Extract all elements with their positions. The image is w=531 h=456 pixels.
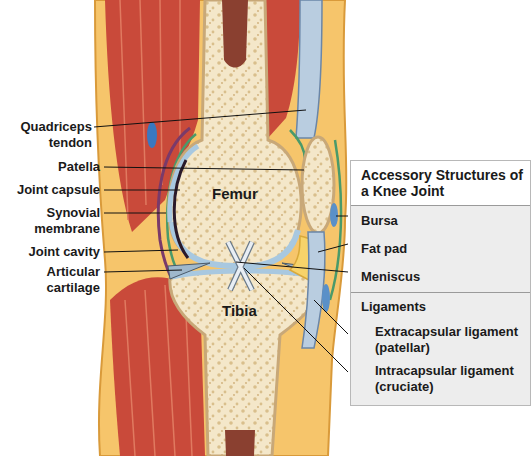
structure-label: Intracapsular ligament (cruciate) xyxy=(375,363,525,395)
part-label: Patella xyxy=(2,159,100,175)
bursa xyxy=(147,122,157,148)
leader-lines xyxy=(94,110,348,372)
section-heading: Ligaments xyxy=(361,299,521,315)
part-label: Joint cavity xyxy=(2,244,100,260)
cruciate-ligament xyxy=(228,242,252,290)
tendon xyxy=(296,0,322,138)
panel-divider xyxy=(351,292,530,293)
bone-marrow xyxy=(222,0,248,68)
muscle xyxy=(266,0,300,138)
tibia-bone xyxy=(170,271,321,456)
part-label: Joint capsule xyxy=(2,182,100,198)
patellar-ligament xyxy=(302,232,325,348)
joint-cavity xyxy=(174,160,188,258)
panel-divider xyxy=(351,205,530,206)
bursa xyxy=(322,284,330,312)
meniscus xyxy=(168,263,210,279)
part-label: Quadriceps tendon xyxy=(2,119,92,151)
bone-label: Tibia xyxy=(222,303,282,319)
structure-label: Meniscus xyxy=(361,269,521,285)
structure-label: Fat pad xyxy=(361,241,521,257)
part-label: Articular cartilage xyxy=(2,264,100,296)
bone-marrow xyxy=(225,430,255,456)
femur-bone xyxy=(169,0,301,266)
structure-label: Extracapsular ligament (patellar) xyxy=(375,324,525,356)
legend-panel: Accessory Structures of a Knee JointBurs… xyxy=(350,160,531,406)
bone-label: Femur xyxy=(212,186,272,202)
cruciate-ligament xyxy=(228,242,252,290)
bursa xyxy=(330,203,338,227)
part-label: Synovial membrane xyxy=(2,205,100,237)
fat-layer xyxy=(95,0,346,456)
patella-bone xyxy=(302,137,334,233)
structure-label: Bursa xyxy=(361,213,521,229)
panel-heading: Accessory Structures of a Knee Joint xyxy=(361,167,526,199)
